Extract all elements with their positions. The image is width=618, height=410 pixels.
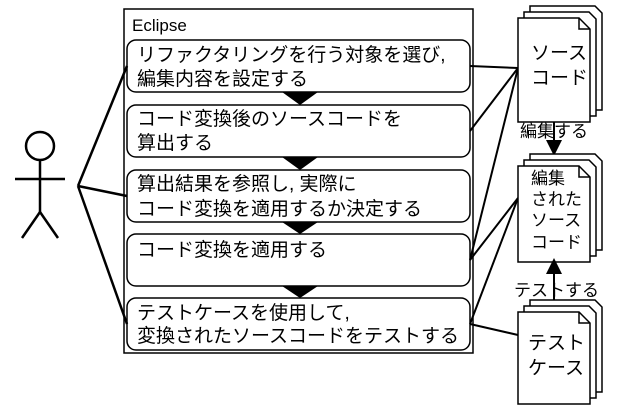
step-text-line: リファクタリングを行う対象を選び,: [137, 44, 446, 66]
step-text-line: コード変換を適用する: [137, 239, 327, 261]
actor-connector-lines: [76, 65, 129, 325]
flow-arrow-icon: [282, 222, 318, 234]
step-text-line: 算出結果を参照し, 実際に: [137, 173, 357, 195]
document-label-line: された: [531, 190, 582, 209]
step-text-line: テストケースを使用して,: [137, 302, 350, 324]
edited-source-document: 編集 された ソース コード: [517, 153, 603, 263]
step-text-line: 変換されたソースコードをテストする: [137, 325, 459, 347]
source-code-document: ソース コード: [517, 5, 603, 123]
document-label-line: ソース: [531, 43, 587, 64]
step-4: コード変換を適用する: [126, 233, 471, 287]
document-label-line: テスト: [528, 333, 585, 354]
document-label-line: ソース: [531, 211, 581, 230]
flow-arrow-icon: [282, 92, 318, 105]
document-label-line: 編集: [531, 169, 565, 188]
edit-arrow-label: 編集する: [520, 122, 588, 141]
container-title: Eclipse: [132, 16, 187, 35]
step-2: コード変換後のソースコードを 算出する: [126, 104, 471, 158]
step-3: 算出結果を参照し, 実際に コード変換を適用するか決定する: [126, 169, 471, 223]
step-text-line: 編集内容を設定する: [137, 68, 308, 90]
step-text-line: コード変換を適用するか決定する: [137, 198, 422, 220]
stick-figure-icon: [15, 130, 65, 239]
flow-arrow-icon: [282, 286, 318, 298]
document-label-line: コード: [531, 68, 588, 89]
step-text-line: 算出する: [137, 132, 213, 154]
document-label-line: ケース: [528, 358, 584, 379]
flow-arrow-icon: [282, 157, 318, 170]
test-case-document: テスト ケース: [517, 299, 603, 405]
document-label-line: コード: [531, 233, 582, 252]
test-arrow-label: テストする: [514, 281, 599, 300]
step-1: リファクタリングを行う対象を選び, 編集内容を設定する: [126, 39, 471, 93]
step-text-line: コード変換後のソースコードを: [137, 108, 402, 130]
step-5: テストケースを使用して, 変換されたソースコードをテストする: [126, 297, 471, 351]
document-connector-lines: [469, 65, 519, 336]
